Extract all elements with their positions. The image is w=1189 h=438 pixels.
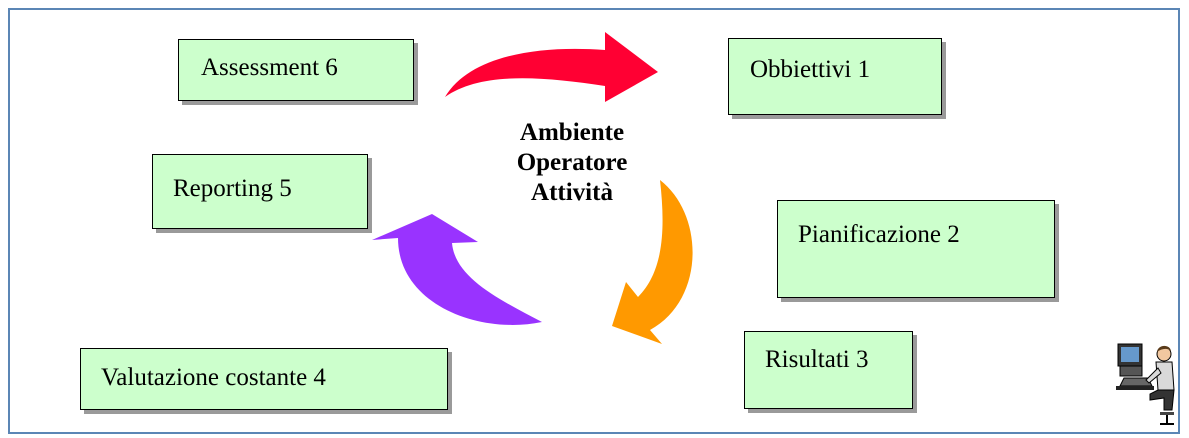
arrow-obbiettivi-to-risultati — [612, 180, 693, 344]
step-pianificazione-box: Pianificazione 2 — [777, 200, 1055, 298]
step-risultati-box: Risultati 3 — [744, 331, 913, 409]
center-title: Ambiente Operatore Attività — [462, 118, 682, 208]
step-reporting-box: Reporting 5 — [152, 154, 368, 229]
step-assessment-box: Assessment 6 — [178, 39, 414, 101]
step-pianificazione-label: Pianificazione 2 — [798, 221, 960, 248]
step-obbiettivi-box: Obbiettivi 1 — [728, 38, 942, 115]
step-reporting-label: Reporting 5 — [173, 175, 292, 202]
step-risultati-label: Risultati 3 — [765, 346, 869, 373]
step-valutazione-label: Valutazione costante 4 — [101, 364, 326, 391]
center-line-attivita: Attività — [531, 179, 613, 206]
step-obbiettivi-label: Obbiettivi 1 — [750, 56, 871, 83]
center-line-operatore: Operatore — [516, 149, 628, 176]
person-at-computer-icon — [1116, 343, 1175, 425]
arrow-assessment-to-obbiettivi — [445, 32, 658, 102]
arrow-risultati-to-reporting — [372, 214, 542, 325]
step-assessment-label: Assessment 6 — [201, 54, 338, 81]
step-valutazione-box: Valutazione costante 4 — [80, 348, 448, 410]
center-line-ambiente: Ambiente — [519, 119, 625, 146]
